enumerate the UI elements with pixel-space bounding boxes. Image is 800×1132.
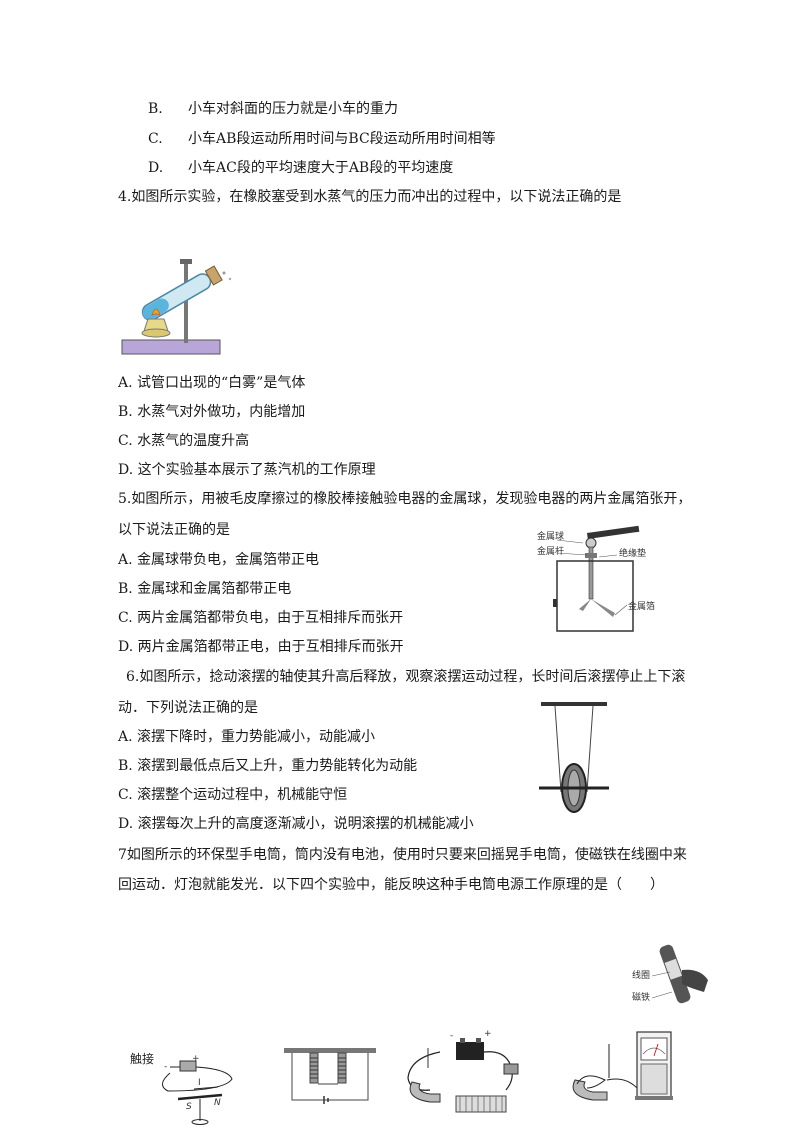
electroscope-figure: 金属球 金属杆 绝缘垫 金属箔 <box>537 525 655 632</box>
q5-stem-line1: 5.如图所示，用被毛皮摩擦过的橡胶棒接触验电器的金属球，发现验电器的两片金属箔张… <box>118 491 692 507</box>
q4-option-b: B. 水蒸气对外做功，内能增加 <box>118 404 306 420</box>
label-minus: - <box>164 1062 167 1072</box>
label-touch: 触接 <box>130 1051 154 1066</box>
q5-option-b: B. 金属球和金属箔都带正电 <box>118 581 292 597</box>
q5-option-a: A. 金属球带负电，金属箔带正电 <box>118 552 320 568</box>
option-text: 小车AC段的平均速度大于AB段的平均速度 <box>188 160 454 176</box>
label-s: S <box>186 1102 192 1112</box>
q5-option-c: C. 两片金属箔都带负电，由于互相排斥而张开 <box>118 610 404 626</box>
label-metal-rod: 金属杆 <box>537 545 564 557</box>
motor-experiment-figure: - + <box>407 1029 519 1113</box>
generator-experiment-figure <box>572 1031 673 1101</box>
q6-stem-line2: 动．下列说法正确的是 <box>118 700 258 716</box>
q3-option-c: C. 小车AB段运动所用时间与BC段运动所用时间相等 <box>148 130 496 148</box>
q6-option-b: B. 滚摆到最低点后又上升，重力势能转化为动能 <box>118 758 418 774</box>
label-metal-ball: 金属球 <box>537 530 564 542</box>
test-tube-experiment-figure <box>121 259 232 355</box>
q7-stem-line1: 7如图所示的环保型手电筒，筒内没有电池，使用时只要来回摇晃手电筒，使磁铁在线圈中… <box>118 847 687 863</box>
option-text: 小车对斜面的压力就是小车的重力 <box>188 101 398 117</box>
maxwell-wheel-figure <box>539 702 609 813</box>
option-letter: C. <box>148 131 163 147</box>
option-letter: B. <box>148 101 163 117</box>
label-magnet: 磁铁 <box>632 991 650 1003</box>
q4-stem: 4.如图所示实验，在橡胶塞受到水蒸气的压力而冲出的过程中，以下说法正确的是 <box>118 189 622 205</box>
electromagnet-experiment-figure <box>284 1048 376 1104</box>
q6-option-c: C. 滚摆整个运动过程中，机械能守恒 <box>118 787 348 803</box>
label-n: N <box>214 1098 221 1108</box>
q5-stem-line2: 以下说法正确的是 <box>118 522 230 538</box>
label-coil: 线圈 <box>632 969 650 981</box>
q3-option-d: D. 小车AC段的平均速度大于AB段的平均速度 <box>148 159 453 177</box>
q3-option-b: B. 小车对斜面的压力就是小车的重力 <box>148 100 398 118</box>
q6-option-d: D. 滚摆每次上升的高度逐渐减小，说明滚摆的机械能减小 <box>118 816 474 832</box>
label-insulator: 绝缘垫 <box>619 547 646 559</box>
label-plus: + <box>192 1054 200 1064</box>
shake-flashlight-figure: 线圈 磁铁 <box>632 944 708 1004</box>
label-minus: - <box>450 1031 453 1041</box>
label-metal-foil: 金属箔 <box>628 600 655 612</box>
q6-option-a: A. 滚摆下降时，重力势能减小，动能减小 <box>118 729 376 745</box>
q5-option-d: D. 两片金属箔都带正电，由于互相排斥而张开 <box>118 639 404 655</box>
q4-option-a: A. 试管口出现的“白雾”是气体 <box>118 375 306 391</box>
q6-stem-line1: 6.如图所示，捻动滚摆的轴使其升高后释放，观察滚摆运动过程，长时间后滚摆停止上下… <box>126 669 686 685</box>
label-plus: + <box>484 1029 492 1039</box>
oersted-experiment-figure: 触接 - + I S N <box>130 1051 233 1125</box>
q4-option-c: C. 水蒸气的温度升高 <box>118 433 250 449</box>
q7-stem-line2: 回运动．灯泡就能发光．以下四个实验中，能反映这种手电筒电源工作原理的是（ ） <box>118 877 664 893</box>
option-letter: D. <box>148 160 164 176</box>
option-text: 小车AB段运动所用时间与BC段运动所用时间相等 <box>188 131 496 147</box>
label-current: I <box>198 1078 201 1088</box>
q4-option-d: D. 这个实验基本展示了蒸汽机的工作原理 <box>118 462 376 478</box>
